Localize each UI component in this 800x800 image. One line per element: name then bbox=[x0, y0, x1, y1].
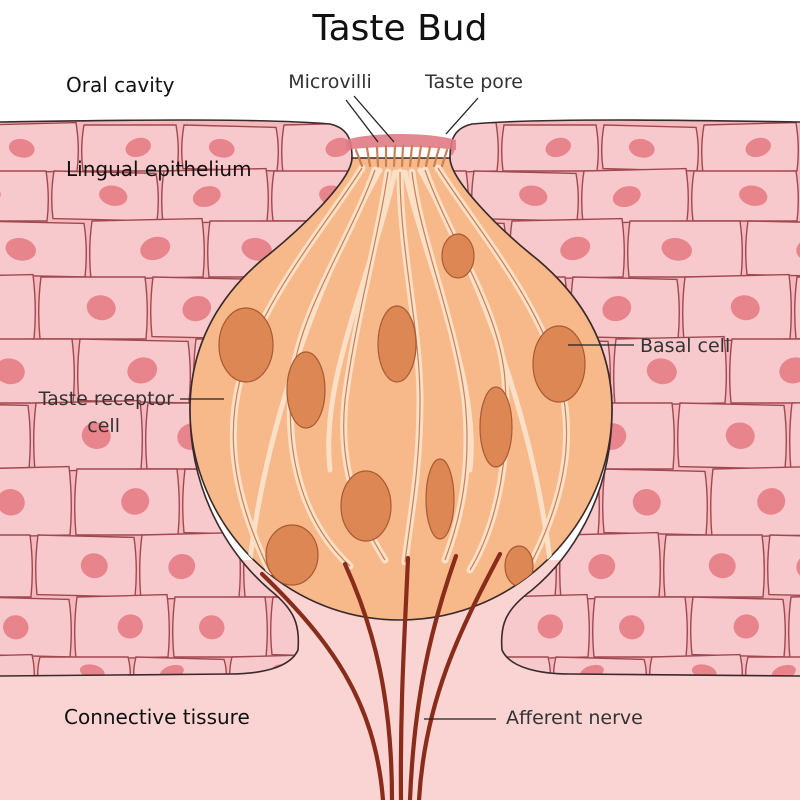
microvilli bbox=[354, 144, 449, 168]
epithelial-cell bbox=[0, 653, 35, 676]
epithelial-nucleus bbox=[739, 185, 768, 206]
label-taste-receptor-cell-line1: Taste receptor bbox=[38, 388, 175, 410]
epithelial-nucleus bbox=[241, 237, 272, 261]
epithelial-nucleus bbox=[0, 489, 25, 516]
taste-pore bbox=[346, 134, 456, 150]
epithelial-nucleus bbox=[757, 488, 786, 515]
epithelial-cell bbox=[745, 220, 800, 278]
label-basal-cell: Basal cell bbox=[640, 335, 730, 357]
label-microvilli: Microvilli bbox=[288, 71, 372, 93]
leader-microvilli-a bbox=[345, 99, 379, 143]
epithelial-nucleus bbox=[192, 186, 221, 208]
epithelial-nucleus bbox=[168, 554, 196, 580]
label-connective-tissue: Connective tissure bbox=[64, 705, 250, 729]
leader-microvilli-b bbox=[353, 95, 395, 143]
label-lingual-epithelium: Lingual epithelium bbox=[66, 157, 252, 181]
epithelial-nucleus bbox=[0, 358, 25, 385]
epithelial-nucleus bbox=[619, 615, 645, 640]
epithelial-cell bbox=[794, 276, 800, 340]
epithelial-nucleus bbox=[545, 137, 571, 158]
epithelial-nucleus bbox=[560, 236, 591, 261]
epithelial-nucleus bbox=[771, 664, 796, 676]
label-afferent-nerve: Afferent nerve bbox=[506, 707, 643, 729]
epithelial-nucleus bbox=[579, 664, 604, 676]
epithelial-nucleus bbox=[159, 664, 184, 676]
diagram-title: Taste Bud bbox=[312, 8, 488, 49]
epithelial-nucleus bbox=[646, 358, 677, 385]
epithelial-nucleus bbox=[5, 237, 36, 261]
epithelial-nucleus bbox=[632, 489, 661, 516]
epithelial-nucleus bbox=[80, 553, 108, 579]
epithelial-nucleus bbox=[182, 295, 212, 322]
epithelial-cell bbox=[0, 170, 49, 222]
epithelial-nucleus bbox=[708, 553, 736, 579]
label-taste-receptor-cell-line2: cell bbox=[87, 415, 120, 437]
epithelial-nucleus bbox=[81, 422, 111, 449]
epithelial-cell bbox=[0, 273, 36, 343]
epithelial-nucleus bbox=[199, 615, 225, 640]
leader-taste-pore bbox=[445, 97, 479, 135]
label-oral-cavity: Oral cavity bbox=[66, 73, 175, 97]
epithelial-nucleus bbox=[117, 614, 143, 639]
epithelial-cell bbox=[789, 399, 800, 473]
epithelial-nucleus bbox=[628, 138, 655, 158]
epithelial-nucleus bbox=[121, 488, 150, 515]
epithelial-nucleus bbox=[612, 186, 641, 208]
label-taste-pore: Taste pore bbox=[424, 71, 523, 93]
epithelial-nucleus bbox=[745, 137, 771, 158]
epithelial-cell bbox=[710, 465, 800, 539]
taste-bud-nuclei bbox=[218, 233, 586, 587]
epithelial-nucleus bbox=[725, 422, 755, 449]
epithelial-cell bbox=[0, 534, 33, 598]
epithelial-nucleus bbox=[537, 614, 563, 639]
epithelial-nucleus bbox=[125, 137, 151, 158]
epithelial-cell bbox=[788, 593, 800, 661]
epithelial-nucleus bbox=[8, 138, 35, 158]
epithelial-cell bbox=[767, 534, 800, 598]
epithelial-nucleus bbox=[140, 236, 171, 261]
epithelial-nucleus bbox=[86, 295, 116, 321]
epithelial-nucleus bbox=[325, 137, 351, 158]
epithelial-nucleus bbox=[519, 185, 548, 206]
epithelial-nucleus bbox=[779, 357, 800, 384]
afferent-nerve bbox=[259, 551, 503, 800]
epithelial-nucleus bbox=[733, 614, 759, 639]
epithelial-nucleus bbox=[730, 295, 760, 321]
epithelial-nucleus bbox=[99, 185, 128, 206]
leader-lines bbox=[180, 95, 634, 720]
epithelial-nucleus bbox=[127, 357, 158, 384]
epithelial-nucleus bbox=[602, 295, 632, 322]
epithelial-nucleus bbox=[661, 237, 692, 261]
taste-bud bbox=[189, 157, 613, 621]
epithelial-nucleus bbox=[588, 554, 616, 580]
epithelial-cell bbox=[0, 402, 31, 470]
epithelial-nucleus bbox=[3, 615, 29, 640]
epithelial-nucleus bbox=[208, 138, 235, 158]
